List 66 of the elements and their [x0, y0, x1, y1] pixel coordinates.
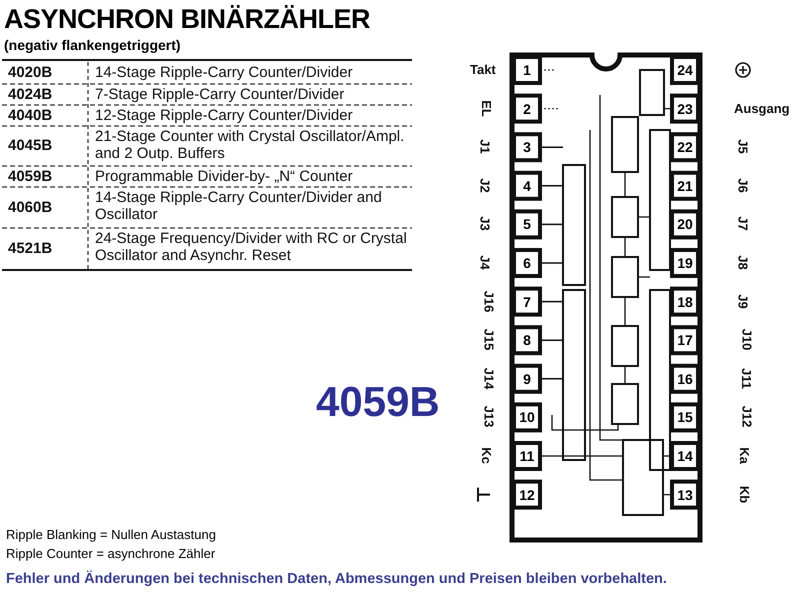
table-cell-text: Programmable Divider-by- „N“ Counter: [95, 168, 354, 185]
pin-number: 5: [522, 215, 532, 234]
table-cell: 4020B: [8, 64, 52, 81]
pin-number: 10: [518, 408, 536, 428]
pin-label: Kb: [737, 485, 752, 503]
pin-label: J9: [736, 294, 751, 308]
note: Ripple Blanking = Nullen Austastung: [6, 527, 216, 542]
pin-label: J1: [478, 139, 493, 154]
pin-number: 11: [518, 447, 536, 466]
pin-number: 23: [676, 100, 694, 119]
pin-label: Ausgang: [734, 100, 790, 116]
pin-label: J4: [478, 255, 493, 270]
pin-number: 20: [676, 215, 694, 234]
pin-number: 3: [522, 138, 532, 158]
pin-label: J10: [739, 328, 754, 351]
pin-number: 24: [676, 61, 694, 80]
pin-label: J7: [736, 216, 751, 232]
pin-number: 15: [676, 408, 694, 428]
pin-number: 8: [522, 331, 532, 350]
table-cell: 4059B: [8, 168, 52, 184]
title: ASYNCHRON BINÄRZÄHLER: [4, 4, 370, 35]
pin-number: 1: [522, 61, 532, 80]
pin-number: 2: [522, 100, 532, 119]
pin-label: J15: [481, 328, 496, 351]
pin-label: Takt: [470, 62, 496, 77]
table-cell-text: 12-Stage Ripple-Carry Counter/Divider: [95, 107, 354, 124]
pin-number: 13: [676, 486, 694, 505]
pin-label: Ka: [736, 447, 752, 464]
pin-number: 12: [518, 486, 536, 505]
part-number: 4059B: [316, 378, 440, 426]
subtitle: (negativ flankengetriggert): [4, 37, 181, 53]
pin-number: 6: [522, 254, 532, 273]
note: Ripple Counter = asynchrone Zähler: [6, 546, 216, 561]
table-cell: 24-Stage Frequency/Divider with RC or Crystal Oscillator and Asynchr. Reset: [95, 230, 407, 264]
pin-label: J3: [478, 216, 493, 232]
table-cell-text: 21-Stage Counter with Crystal Oscillator/Ampl. and 2 Outp. Buffers: [95, 128, 406, 162]
pin-number: 9: [522, 370, 532, 389]
pin-label: J13: [481, 406, 496, 428]
pin-label: Kc: [478, 447, 494, 464]
pin-number: 17: [676, 331, 694, 350]
table-cell: 4024B: [8, 86, 52, 102]
pin-number: 19: [676, 254, 694, 273]
pin-number: 16: [676, 370, 694, 389]
pin-number: 7: [522, 292, 532, 312]
caption: Fehler und Änderungen bei technischen Daten, Abmessungen und Preisen bleiben vorbehalten.: [6, 571, 667, 587]
pin-label: J6: [736, 178, 751, 193]
pin-number: 4: [522, 176, 532, 196]
table-cell: 4060B: [8, 198, 52, 216]
pin-label: J2: [478, 178, 493, 193]
table-cell-text: 14-Stage Ripple-Carry Counter/Divider: [95, 64, 354, 81]
table-cell: 4521B: [8, 240, 52, 257]
pin-label: EL: [478, 100, 494, 116]
pin-label: J8: [736, 255, 751, 270]
pin-label: J14: [481, 367, 496, 390]
pin-number: 21: [676, 176, 694, 196]
pin-label: J12: [739, 406, 754, 428]
pin-label: J11: [739, 368, 754, 389]
table-cell: 4045B: [8, 137, 52, 154]
pin-label: J5: [736, 139, 751, 154]
pin-number: 22: [676, 138, 694, 158]
pin-label: J16: [481, 290, 496, 312]
pin-number: 14: [676, 447, 694, 466]
pin-number: 18: [676, 292, 694, 312]
table-cell-text: 7-Stage Ripple-Carry Counter/Divider: [95, 86, 346, 103]
table-cell-text: 14-Stage Ripple-Carry Counter/Divider and Oscillator: [95, 189, 383, 223]
table-cell: 4040B: [8, 106, 52, 124]
